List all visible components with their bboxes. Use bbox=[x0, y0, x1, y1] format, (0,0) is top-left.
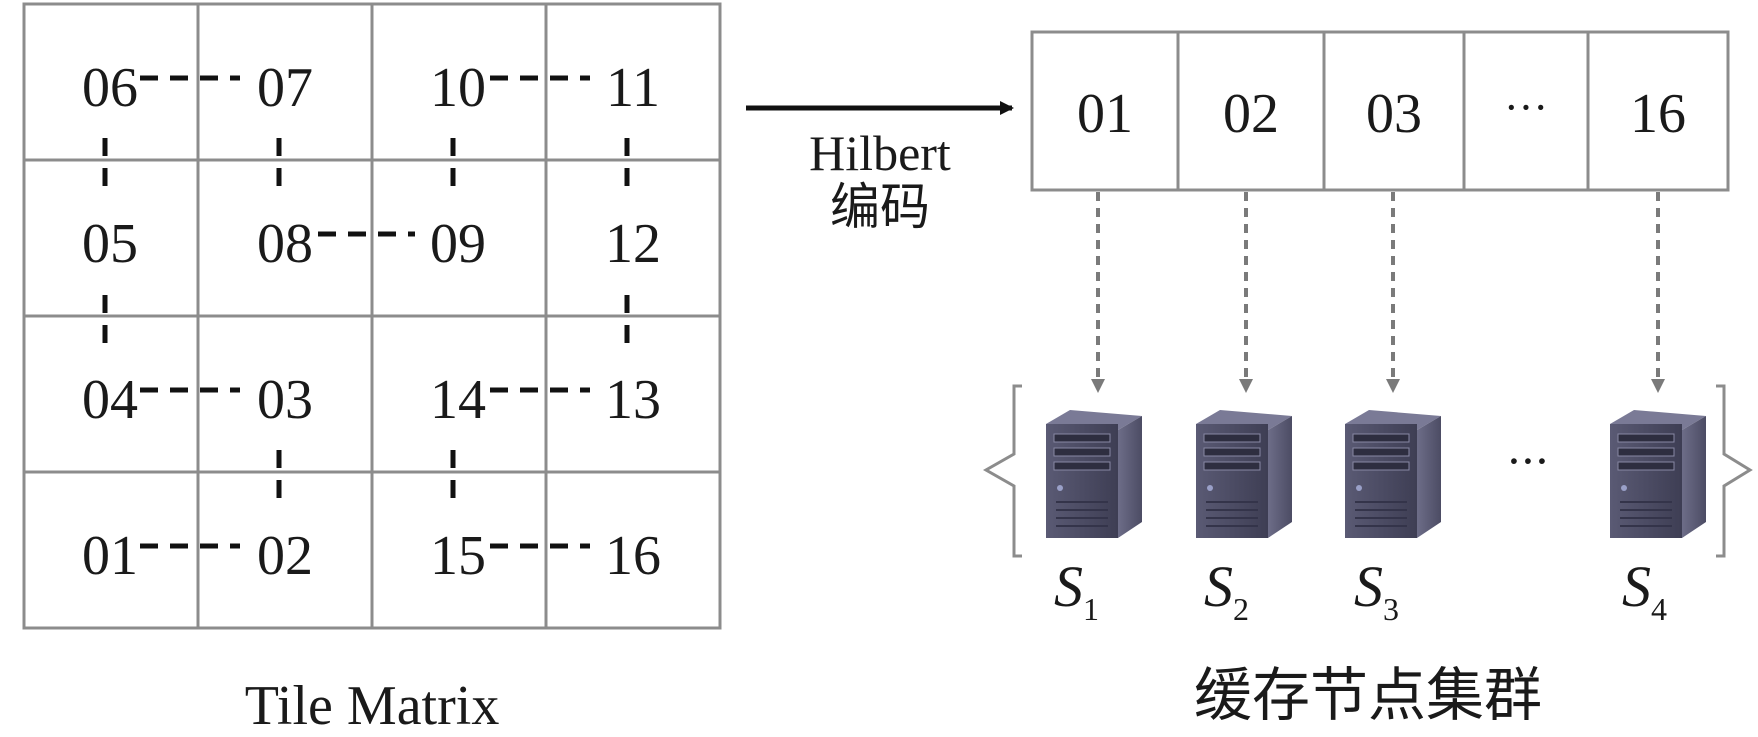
tile-11: 11 bbox=[606, 57, 660, 119]
tile-03: 03 bbox=[257, 369, 313, 431]
server-label-s2-sub: 2 bbox=[1233, 591, 1249, 627]
sequence-cell-02: 02 bbox=[1223, 83, 1279, 145]
server-label-s4-sub: 4 bbox=[1651, 591, 1667, 627]
server-icon-1 bbox=[1046, 410, 1142, 538]
tile-02: 02 bbox=[257, 525, 313, 587]
server-label-s3: S3 bbox=[1354, 558, 1399, 638]
left-brace bbox=[982, 384, 1022, 558]
encoding-label-line1: Hilbert bbox=[809, 125, 951, 181]
server-label-s1-name: S bbox=[1054, 554, 1083, 619]
sequence-cell-16: 16 bbox=[1630, 83, 1686, 145]
sequence-cell-01: 01 bbox=[1077, 83, 1133, 145]
mapping-arrows bbox=[1091, 192, 1665, 393]
server-label-s3-sub: 3 bbox=[1383, 591, 1399, 627]
tile-16: 16 bbox=[605, 525, 661, 587]
server-label-s2: S2 bbox=[1204, 558, 1249, 638]
server-label-s1: S1 bbox=[1054, 558, 1099, 638]
encoding-label-line2: 编码 bbox=[829, 179, 930, 235]
tile-07: 07 bbox=[257, 57, 313, 119]
tile-13: 13 bbox=[605, 369, 661, 431]
tile-09: 09 bbox=[430, 213, 486, 275]
server-label-s4-name: S bbox=[1622, 554, 1651, 619]
server-icon-2 bbox=[1196, 410, 1292, 538]
server-label-s1-sub: 1 bbox=[1083, 591, 1099, 627]
server-icon-3 bbox=[1345, 410, 1441, 538]
sequence-cell-ellipsis: ··· bbox=[1504, 83, 1548, 132]
tile-08: 08 bbox=[257, 213, 313, 275]
tile-14: 14 bbox=[430, 369, 486, 431]
tile-10: 10 bbox=[430, 57, 486, 119]
server-label-s4: S4 bbox=[1622, 558, 1667, 638]
hilbert-path bbox=[102, 75, 630, 549]
server-label-s2-name: S bbox=[1204, 554, 1233, 619]
tile-15: 15 bbox=[430, 525, 486, 587]
cluster-ellipsis: ··· bbox=[1507, 436, 1549, 488]
tile-01: 01 bbox=[82, 525, 138, 587]
server-icon-4 bbox=[1610, 410, 1706, 538]
right-brace bbox=[1716, 384, 1753, 558]
cluster-caption: 缓存节点集群 bbox=[1193, 663, 1543, 728]
tile-matrix-caption: Tile Matrix bbox=[244, 675, 500, 737]
server-label-s3-name: S bbox=[1354, 554, 1383, 619]
tile-06: 06 bbox=[82, 57, 138, 119]
tile-05: 05 bbox=[82, 213, 138, 275]
tile-matrix-grid bbox=[22, 2, 722, 630]
tile-04: 04 bbox=[82, 369, 138, 431]
sequence-bar bbox=[1030, 30, 1730, 192]
sequence-cell-03: 03 bbox=[1366, 83, 1422, 145]
encoding-label: Hilbert 编码 bbox=[809, 126, 951, 234]
tile-12: 12 bbox=[605, 213, 661, 275]
server-icons bbox=[1046, 410, 1706, 538]
